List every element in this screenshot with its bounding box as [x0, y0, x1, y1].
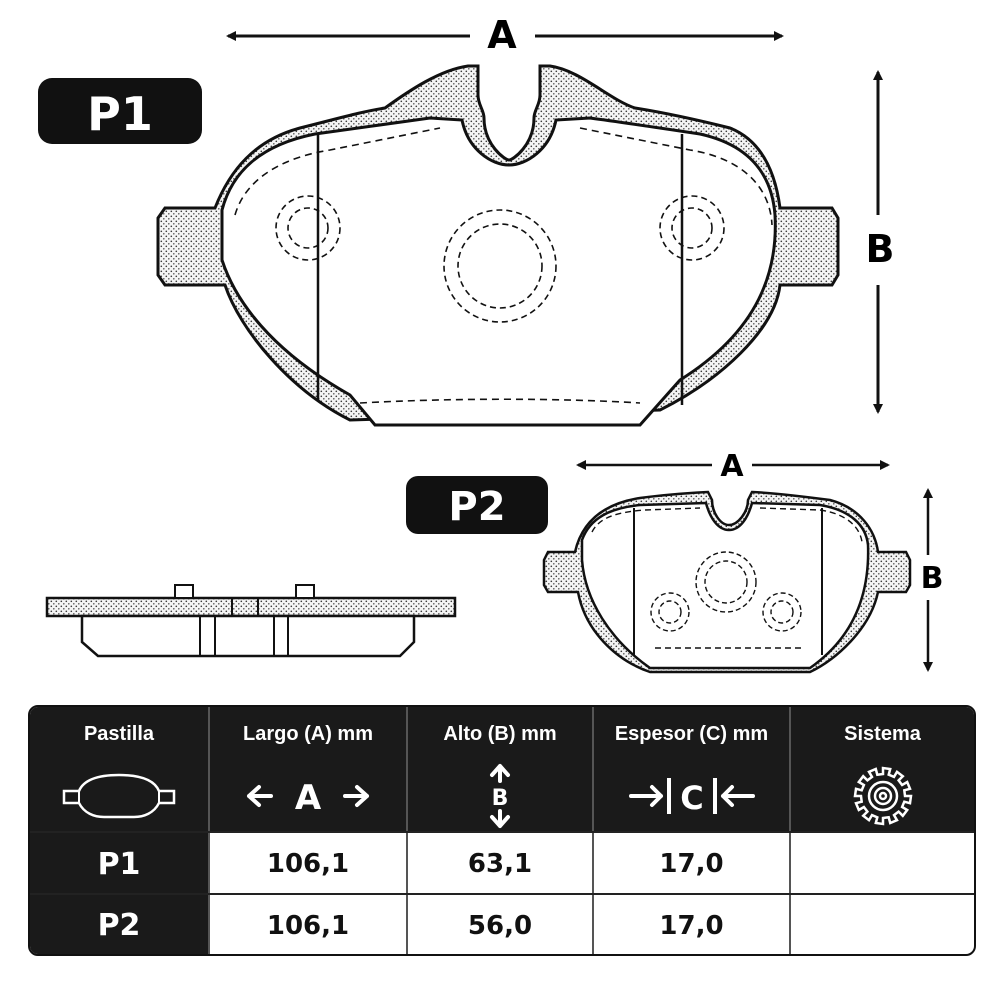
brake-pad-icon: [62, 773, 176, 819]
cell-alto-p2: 56,0: [408, 895, 594, 954]
header-sistema: Sistema: [844, 722, 921, 745]
p2-dim-a-label: A: [720, 449, 744, 484]
cell-largo-p2: 106,1: [210, 895, 408, 954]
p2-dim-b-label: B: [921, 561, 944, 596]
pad-p1-drawing: [156, 64, 840, 427]
p1-dim-a-label: A: [487, 13, 517, 57]
p2-dimension-b: B: [921, 488, 944, 672]
row-label-p1: P1: [30, 833, 210, 895]
spec-table: Pastilla Largo (A) mm Alto (B) mm Espeso…: [28, 705, 976, 956]
cell-largo-p1: 106,1: [210, 833, 408, 895]
length-a-letter: A: [295, 778, 322, 816]
pad-p2-friction: [580, 501, 870, 670]
p1-dimension-a: A: [226, 13, 784, 57]
p2-badge-text: P2: [448, 484, 505, 530]
pad-p1-friction: [220, 116, 777, 427]
thickness-c-letter: C: [680, 779, 703, 817]
thickness-c-icon: C: [628, 778, 755, 817]
header-alto: Alto (B) mm: [408, 707, 594, 761]
p1-dim-b-label: B: [866, 227, 895, 271]
height-b-icon: B: [490, 764, 510, 828]
header-espesor: Espesor (C) mm: [594, 707, 791, 761]
p2-badge: P2: [406, 476, 548, 534]
p1-badge: P1: [38, 78, 202, 144]
table-row: P2 106,1 56,0 17,0: [30, 893, 974, 954]
table-header-row: Pastilla Largo (A) mm Alto (B) mm Espeso…: [30, 707, 974, 761]
cell-alto-p1: 63,1: [408, 833, 594, 895]
cell-sistema-p1: [791, 833, 974, 895]
p1-dimension-b: B: [866, 70, 895, 414]
row-label-p2: P2: [30, 895, 210, 954]
height-b-letter: B: [492, 786, 509, 811]
p2-dimension-a: A: [576, 449, 890, 484]
p1-badge-text: P1: [87, 87, 153, 141]
pad-p2-drawing: [542, 490, 912, 674]
length-a-icon: A: [247, 778, 369, 816]
header-pastilla: Pastilla: [30, 707, 210, 761]
table-row: P1 106,1 63,1 17,0: [30, 831, 974, 895]
cell-sistema-p2: [791, 895, 974, 954]
brake-pad-diagram: A B P1: [38, 13, 944, 674]
header-largo: Largo (A) mm: [210, 707, 408, 761]
table-icon-row: A B C: [30, 761, 974, 831]
pad-side-view: [45, 584, 457, 658]
cell-espesor-p1: 17,0: [594, 833, 791, 895]
gear-icon: [853, 766, 912, 826]
cell-espesor-p2: 17,0: [594, 895, 791, 954]
